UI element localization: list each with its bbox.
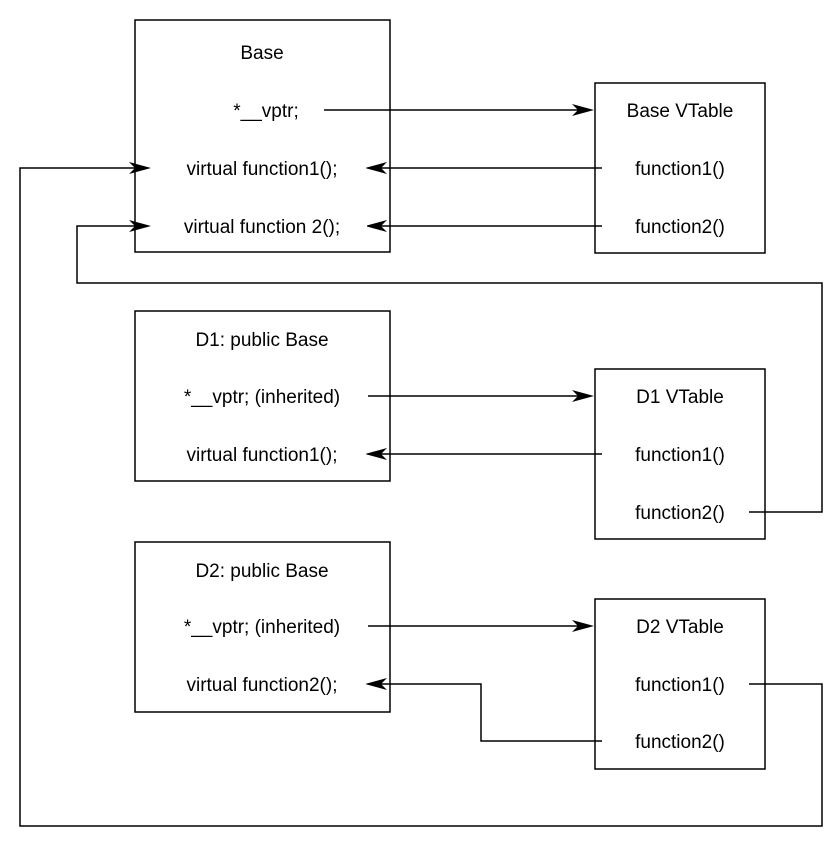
base-class-box [134, 19, 391, 253]
d2-vptr-label-bg [150, 614, 368, 638]
d1-vtable-func2: function2() [635, 503, 725, 524]
base-func1-label-bg [160, 156, 366, 180]
base-func2-label-bg [155, 214, 367, 238]
base-vtable-title: Base VTable [627, 101, 734, 122]
d2-vtable-func1-bg [612, 672, 748, 696]
base-vtable-func2-bg [612, 214, 748, 238]
base-vtable-func1: function1() [635, 159, 725, 180]
d2-func1-to-base-arrowhead [129, 162, 151, 174]
base-func2-arrowhead [365, 220, 387, 232]
base-func2-label: virtual function 2(); [184, 217, 340, 238]
base-vptr-label: *__vptr; [233, 101, 298, 122]
d1-vptr-label-bg [150, 384, 368, 408]
d2-vtable-func2-bg [612, 729, 748, 753]
base-vptr-label-bg [214, 98, 324, 122]
d2-vtable-func1: function1() [635, 675, 725, 696]
d1-func2-to-base-arrow [76, 225, 823, 513]
d2-func2-label: virtual function2(); [186, 675, 337, 696]
d1-func1-label-bg [160, 442, 366, 466]
base-vtable-func2: function2() [635, 217, 725, 238]
d2-vptr-arrowhead [572, 620, 594, 632]
d1-vtable-func2-bg [612, 500, 748, 524]
base-vptr-arrowhead [572, 104, 594, 116]
d1-func1-label: virtual function1(); [186, 445, 337, 466]
d2-title: D2: public Base [195, 561, 328, 582]
base-vtable-title-bg [602, 98, 758, 122]
d1-vtable-func1-bg [612, 442, 748, 466]
base-func1-arrowhead [365, 162, 387, 174]
d1-vptr-arrowhead [572, 390, 594, 402]
base-func1-label: virtual function1(); [186, 159, 337, 180]
d2-func2-arrowhead [365, 678, 387, 690]
d1-vtable-title: D1 VTable [636, 387, 724, 408]
d1-vtable-func1: function1() [635, 445, 725, 466]
d2-vtable-title: D2 VTable [636, 617, 724, 638]
d2-func2-label-bg [160, 672, 366, 696]
base-title: Base [240, 43, 283, 64]
d1-func1-arrowhead [365, 448, 387, 460]
d2-vptr-label: *__vptr; (inherited) [184, 617, 340, 638]
d2-vtable-func2: function2() [635, 732, 725, 753]
d1-vptr-label: *__vptr; (inherited) [184, 387, 340, 408]
d1-func2-to-base-arrowhead [129, 220, 151, 232]
d2-func2-arrow [370, 683, 602, 742]
d1-title: D1: public Base [195, 330, 328, 351]
base-vtable-func1-bg [612, 156, 748, 180]
d2-func1-to-base-arrow [19, 167, 823, 827]
